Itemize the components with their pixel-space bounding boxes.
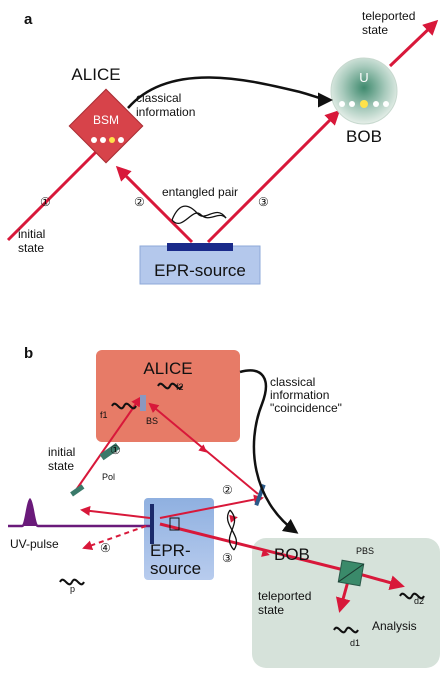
u-label: U	[359, 70, 368, 85]
panel-b: b UV-pulse	[8, 345, 440, 668]
teleported-b-1: teleported	[258, 589, 311, 603]
pol-label: Pol	[102, 472, 115, 482]
p-label: p	[70, 584, 75, 594]
initial-label-2: state	[18, 241, 44, 255]
classical-label-2: information	[136, 105, 195, 119]
detector-d1-wave	[333, 626, 359, 634]
photon-1-label: ①	[40, 195, 51, 209]
pbs-device	[337, 559, 365, 587]
epr-source-b-2: source	[150, 559, 201, 578]
photon-b-1-label: ①	[110, 443, 121, 457]
epr-source-b-1: EPR-	[150, 541, 191, 560]
alice-label-b: ALICE	[143, 359, 192, 378]
bs-device	[140, 395, 146, 411]
d2-label: d2	[414, 596, 424, 606]
detector-d2-wave	[399, 592, 425, 600]
photon-2-label: ②	[134, 195, 145, 209]
photon-b-3-label: ③	[222, 551, 233, 565]
classical-label-1: classical	[136, 91, 181, 105]
crystal-b	[150, 504, 154, 544]
panel-a-letter: a	[24, 11, 33, 28]
bsm-device: BSM	[68, 88, 144, 164]
bob-label-b: BOB	[274, 545, 310, 564]
beam-b-to-pol-mirror	[80, 505, 151, 519]
initial-b-1: initial	[48, 445, 75, 459]
d1-label: d1	[350, 638, 360, 648]
beam-b-1	[75, 396, 142, 491]
crystal-marker	[169, 517, 180, 531]
f2-label: f2	[176, 382, 184, 392]
teleported-b-2: state	[258, 603, 284, 617]
teleported-label-2: state	[362, 23, 388, 37]
bsm-label: BSM	[93, 113, 119, 127]
entangled-pair-squiggle	[171, 205, 227, 221]
uv-pulse-label: UV-pulse	[10, 537, 59, 551]
detector-p-wave	[59, 578, 85, 586]
beam-b-3	[159, 522, 353, 574]
beam-b-to-mirror-2	[159, 494, 264, 519]
alice-box	[96, 350, 240, 442]
detector-f1-wave	[111, 402, 137, 410]
polarizer	[99, 442, 120, 461]
classical-channel-b	[239, 369, 299, 534]
entangled-pair-label: entangled pair	[162, 185, 238, 199]
classical-b-1: classical	[270, 375, 315, 389]
bob-device: U	[330, 57, 398, 125]
bs-label: BS	[146, 416, 158, 426]
bob-label: BOB	[346, 127, 382, 146]
photon-b-4-label: ④	[100, 541, 111, 555]
f1-label: f1	[100, 410, 108, 420]
beam-1	[6, 135, 113, 242]
beam-3	[206, 109, 341, 244]
pol-mirror	[70, 484, 85, 497]
epr-source-label: EPR-source	[154, 261, 246, 280]
classical-channel-a	[127, 76, 333, 109]
initial-b-2: state	[48, 459, 74, 473]
analysis-label: Analysis	[372, 619, 417, 633]
initial-label-1: initial	[18, 227, 45, 241]
alice-label: ALICE	[71, 65, 120, 84]
beam-b-4	[82, 525, 147, 551]
panel-b-letter: b	[24, 345, 33, 362]
beam-2	[115, 165, 194, 244]
classical-b-2: information	[270, 388, 329, 402]
teleported-label-1: teleported	[362, 9, 415, 23]
detector-f2-wave	[157, 382, 183, 390]
classical-b-3: "coincidence"	[270, 401, 342, 415]
epr-crystal	[167, 243, 233, 251]
epr-source-box	[139, 245, 261, 285]
pbs-label: PBS	[356, 546, 374, 556]
panel-a: a EPR-source BSM ALICE U	[6, 9, 439, 285]
photon-b-2-label: ②	[222, 483, 233, 497]
beam-teleported	[388, 19, 439, 68]
photon-3-label: ③	[258, 195, 269, 209]
